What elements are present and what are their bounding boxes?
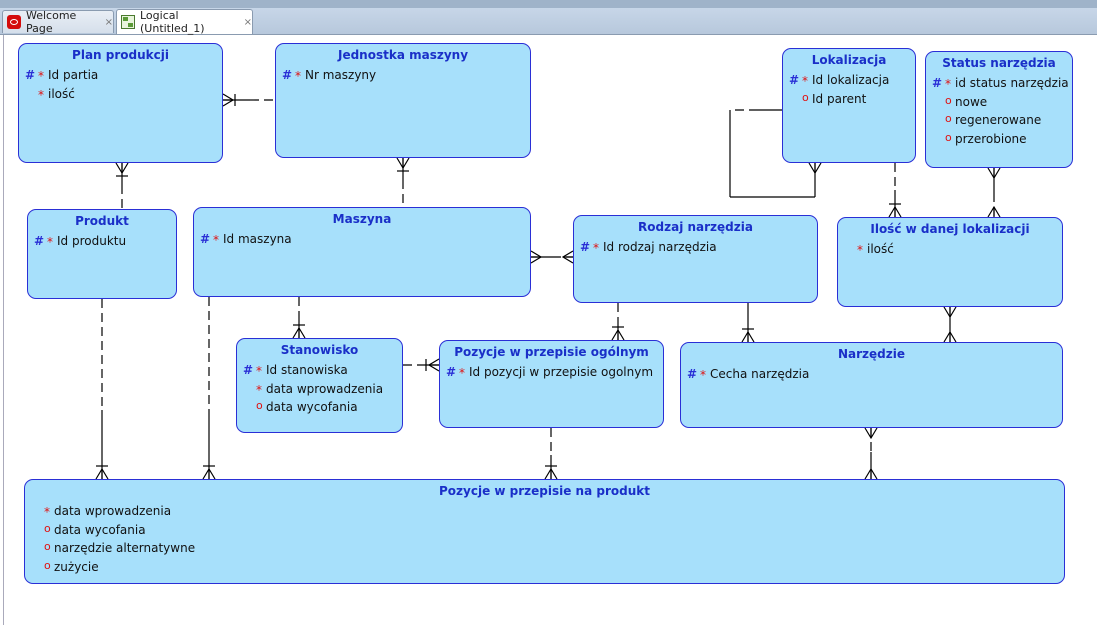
window-top-border bbox=[0, 0, 1097, 8]
primary-key-marker: # bbox=[243, 363, 254, 377]
tab-label: Logical (Untitled_1) bbox=[140, 9, 205, 35]
mandatory-marker: * bbox=[256, 364, 262, 378]
primary-key-marker: # bbox=[932, 76, 943, 90]
mandatory-marker: * bbox=[700, 368, 706, 382]
mandatory-marker: * bbox=[38, 69, 44, 83]
entity-title: Pozycje w przepisie ogólnym bbox=[454, 345, 649, 359]
entity-produkt[interactable]: Produkt #* Id produktu bbox=[27, 209, 177, 299]
attribute-name: Id partia bbox=[48, 68, 99, 82]
optional-marker: o bbox=[945, 112, 952, 125]
attribute-name: Id maszyna bbox=[223, 232, 292, 246]
mandatory-marker: * bbox=[44, 505, 50, 519]
primary-key-marker: # bbox=[282, 68, 293, 82]
optional-marker: o bbox=[44, 540, 51, 553]
mandatory-marker: * bbox=[213, 233, 219, 247]
mandatory-marker: * bbox=[802, 74, 808, 88]
entity-narzedzie[interactable]: Narzędzie #* Cecha narzędzia bbox=[680, 342, 1063, 428]
attribute-name: ilość bbox=[867, 242, 894, 256]
mandatory-marker: * bbox=[38, 87, 44, 102]
attribute-name: Id parent bbox=[812, 91, 867, 106]
primary-key-marker: # bbox=[446, 365, 457, 379]
entity-pozycje-w-przepisie-ogolnym[interactable]: Pozycje w przepisie ogólnym #* Id pozycji … bbox=[439, 340, 664, 428]
attribute-name: data wprowadzenia bbox=[54, 504, 172, 518]
attribute-name: nowe bbox=[955, 94, 988, 109]
attribute-name: data wycofania bbox=[54, 522, 146, 537]
attribute-name: ilość bbox=[48, 86, 75, 101]
entity-title: Narzędzie bbox=[837, 347, 905, 361]
attribute-name: Id lokalizacja bbox=[812, 73, 890, 87]
close-icon[interactable]: × bbox=[243, 16, 252, 28]
attribute-name: regenerowane bbox=[955, 113, 1042, 127]
entity-jednostka-maszyny[interactable]: Jednostka maszyny #* Nr maszyny bbox=[275, 43, 531, 158]
mandatory-marker: * bbox=[295, 69, 301, 83]
optional-marker: o bbox=[802, 90, 809, 104]
attribute-name: Id rodzaj narzędzia bbox=[603, 240, 717, 254]
entity-title: Status narzędzia bbox=[942, 56, 1056, 70]
entity-rodzaj-narzedzia[interactable]: Rodzaj narzędzia #* Id rodzaj narzędzia bbox=[573, 215, 818, 303]
mandatory-marker: * bbox=[857, 243, 863, 257]
attribute-name: Id produktu bbox=[57, 234, 127, 248]
entity-title: Rodzaj narzędzia bbox=[638, 220, 753, 234]
primary-key-marker: # bbox=[25, 68, 36, 82]
entity-title: Plan produkcji bbox=[72, 48, 169, 62]
entity-title: Ilość w danej lokalizacji bbox=[870, 222, 1030, 236]
entity-maszyna[interactable]: Maszyna #* Id maszyna bbox=[193, 207, 531, 297]
optional-marker: o bbox=[945, 93, 952, 107]
entity-title: Pozycje w przepisie na produkt bbox=[439, 484, 650, 498]
mandatory-marker: * bbox=[945, 77, 951, 91]
mandatory-marker: * bbox=[593, 241, 599, 255]
entity-plan-produkcji[interactable]: Plan produkcji #* Id partia * ilość bbox=[18, 43, 223, 163]
attribute-name: przerobione bbox=[955, 131, 1027, 146]
tab-logical-untitled[interactable]: Logical (Untitled_1) × bbox=[116, 9, 253, 35]
entity-ilosc-w-danej-lokalizacji[interactable]: Ilość w danej lokalizacji * ilość bbox=[837, 217, 1063, 307]
entity-stanowisko[interactable]: Stanowisko #* Id stanowiska * data wprowadze… bbox=[236, 338, 403, 433]
mandatory-marker: * bbox=[256, 382, 262, 397]
attribute-name: data wprowadzenia bbox=[266, 381, 384, 396]
attribute-name: Id stanowiska bbox=[266, 363, 348, 377]
attribute-name: Cecha narzędzia bbox=[710, 367, 810, 381]
tab-welcome-page[interactable]: Welcome Page × bbox=[2, 9, 114, 35]
entity-title: Maszyna bbox=[332, 212, 392, 226]
entity-title: Jednostka maszyny bbox=[337, 48, 469, 62]
optional-marker: o bbox=[945, 130, 952, 144]
editor-tab-bar: Welcome Page × Logical (Untitled_1) × bbox=[0, 8, 1097, 35]
primary-key-marker: # bbox=[200, 232, 211, 246]
primary-key-marker: # bbox=[687, 367, 698, 381]
attribute-name: data wycofania bbox=[266, 400, 358, 414]
attribute-name: id status narzędzia bbox=[955, 76, 1069, 90]
optional-marker: o bbox=[44, 558, 51, 572]
attribute-name: Id pozycji w przepisie ogolnym bbox=[469, 365, 654, 379]
attribute-name: zużycie bbox=[54, 559, 99, 574]
tab-label: Welcome Page bbox=[26, 9, 77, 35]
optional-marker: o bbox=[256, 399, 263, 412]
mandatory-marker: * bbox=[47, 235, 53, 249]
close-icon[interactable]: × bbox=[104, 16, 113, 28]
entity-pozycje-w-przepisie-na-produkt[interactable]: Pozycje w przepisie na produkt * data wpro… bbox=[24, 479, 1065, 584]
logical-model-icon bbox=[121, 15, 135, 29]
primary-key-marker: # bbox=[580, 240, 591, 254]
oracle-icon bbox=[7, 15, 21, 29]
entity-title: Lokalizacja bbox=[811, 53, 887, 67]
primary-key-marker: # bbox=[789, 73, 800, 87]
entity-title: Stanowisko bbox=[280, 343, 359, 357]
attribute-name: Nr maszyny bbox=[305, 68, 377, 82]
attribute-name: narzędzie alternatywne bbox=[54, 541, 196, 555]
optional-marker: o bbox=[44, 521, 51, 535]
primary-key-marker: # bbox=[34, 234, 45, 248]
entity-title: Produkt bbox=[75, 214, 129, 228]
mandatory-marker: * bbox=[459, 366, 465, 380]
